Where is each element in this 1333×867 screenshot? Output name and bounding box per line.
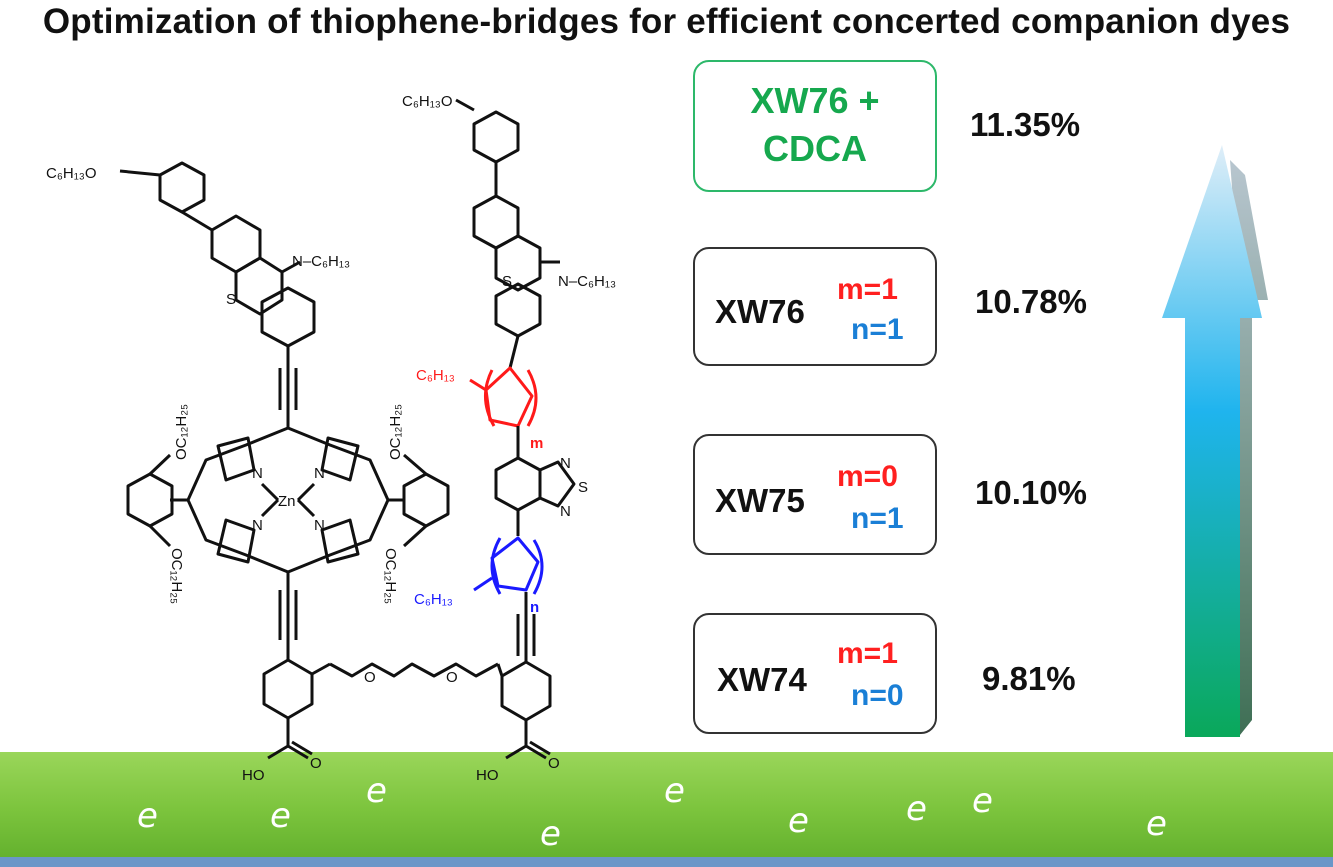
label-n-thiadiazole-top: N bbox=[560, 455, 571, 472]
organic-dye-core bbox=[494, 426, 576, 536]
card-xw76-cdca: XW76 + CDCA bbox=[693, 60, 937, 192]
efficiency-xw74: 9.81% bbox=[982, 660, 1076, 697]
efficiency-arrow bbox=[1162, 145, 1268, 737]
label-c6h13o-right: C₆H₁₃O bbox=[402, 93, 453, 110]
porphyrin-dye bbox=[119, 161, 499, 760]
label-s-thiadiazole: S bbox=[578, 479, 588, 496]
label-n-hexyl-left: N–C₆H₁₃ bbox=[292, 253, 350, 270]
efficiency-xw76-cdca: 11.35% bbox=[970, 106, 1081, 143]
label-oc12-top-left: OC₁₂H₂₅ bbox=[173, 404, 190, 460]
electron-3: e bbox=[366, 771, 387, 811]
label-subscript-m: m bbox=[530, 435, 543, 452]
label-s-left: S bbox=[226, 291, 236, 308]
electron-2: e bbox=[270, 796, 291, 836]
electron-6: e bbox=[788, 801, 809, 841]
figure-title: Optimization of thiophene-bridges for ef… bbox=[42, 2, 1291, 41]
label-ho-left: HO bbox=[242, 767, 265, 784]
card-xw76-cdca-line2: CDCA bbox=[763, 128, 867, 169]
card-xw75: XW75 m=0 n=1 bbox=[693, 434, 937, 555]
label-n-thiadiazole-bottom: N bbox=[560, 503, 571, 520]
card-xw75-name: XW75 bbox=[715, 482, 805, 519]
electron-9: e bbox=[1146, 804, 1167, 844]
label-n-porph-1: N bbox=[252, 465, 263, 482]
card-xw76-n: n=1 bbox=[851, 313, 904, 346]
label-n-porph-3: N bbox=[252, 517, 263, 534]
electron-5: e bbox=[664, 771, 685, 811]
label-c6h13o-left: C₆H₁₃O bbox=[46, 165, 97, 182]
label-zn: Zn bbox=[278, 493, 296, 510]
tio2-substrate bbox=[0, 752, 1333, 867]
label-oc12-bottom-right: OC₁₂H₂₅ bbox=[382, 548, 399, 604]
label-ho-right: HO bbox=[476, 767, 499, 784]
electron-7: e bbox=[906, 789, 927, 829]
card-xw74-n: n=0 bbox=[851, 679, 904, 712]
card-xw74: XW74 m=1 n=0 bbox=[693, 613, 937, 734]
thiophene-bridge-n bbox=[473, 536, 544, 595]
card-xw76: XW76 m=1 n=1 bbox=[693, 247, 937, 366]
label-o-acid-left: O bbox=[310, 755, 322, 772]
label-n-porph-2: N bbox=[314, 465, 325, 482]
substrate-bottom-edge bbox=[0, 857, 1333, 867]
card-xw74-name: XW74 bbox=[717, 661, 807, 698]
label-n-hexyl-right: N–C₆H₁₃ bbox=[558, 273, 616, 290]
label-s-right: S bbox=[502, 273, 512, 290]
organic-dye-anchor bbox=[496, 592, 552, 760]
card-xw74-m: m=1 bbox=[837, 637, 898, 670]
thiophene-bridge-m bbox=[469, 366, 538, 428]
card-xw75-m: m=0 bbox=[837, 460, 898, 493]
label-o-acid-right: O bbox=[548, 755, 560, 772]
card-xw76-name: XW76 bbox=[715, 293, 805, 330]
label-n-porph-4: N bbox=[314, 517, 325, 534]
card-xw76-cdca-line1: XW76 + bbox=[750, 80, 880, 121]
card-xw75-n: n=1 bbox=[851, 502, 904, 535]
label-oc12-top-right: OC₁₂H₂₅ bbox=[387, 404, 404, 460]
organic-dye bbox=[455, 98, 560, 369]
electron-4: e bbox=[540, 814, 561, 854]
card-xw76-m: m=1 bbox=[837, 273, 898, 306]
electron-8: e bbox=[972, 781, 993, 821]
label-c6h13-thiophene-m: C₆H₁₃ bbox=[416, 367, 455, 384]
label-o-linker-1: O bbox=[364, 669, 376, 686]
label-c6h13-thiophene-n: C₆H₁₃ bbox=[414, 591, 453, 608]
label-o-linker-2: O bbox=[446, 669, 458, 686]
electron-1: e bbox=[137, 796, 158, 836]
efficiency-xw75: 10.10% bbox=[975, 474, 1087, 511]
efficiency-xw76: 10.78% bbox=[975, 283, 1087, 320]
label-oc12-bottom-left: OC₁₂H₂₅ bbox=[168, 548, 185, 604]
label-subscript-n: n bbox=[530, 599, 539, 616]
